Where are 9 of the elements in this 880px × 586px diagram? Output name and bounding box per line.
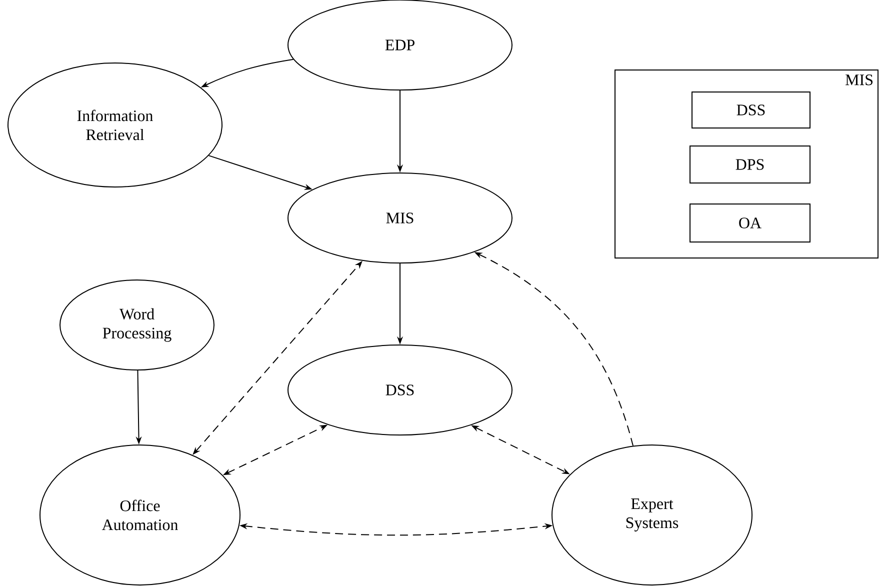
- ellipse-node: DSS: [288, 344, 512, 436]
- process-box: DSS: [692, 92, 810, 128]
- process-box: OA: [690, 204, 810, 242]
- ellipse-node: Information Retrieval: [8, 62, 222, 188]
- ellipse-node: Office Automation: [40, 444, 240, 586]
- ellipse-node: Expert Systems: [552, 444, 752, 586]
- process-box: DPS: [690, 146, 810, 184]
- ellipse-node: MIS: [288, 172, 512, 264]
- ellipse-node: Word Processing: [60, 280, 214, 370]
